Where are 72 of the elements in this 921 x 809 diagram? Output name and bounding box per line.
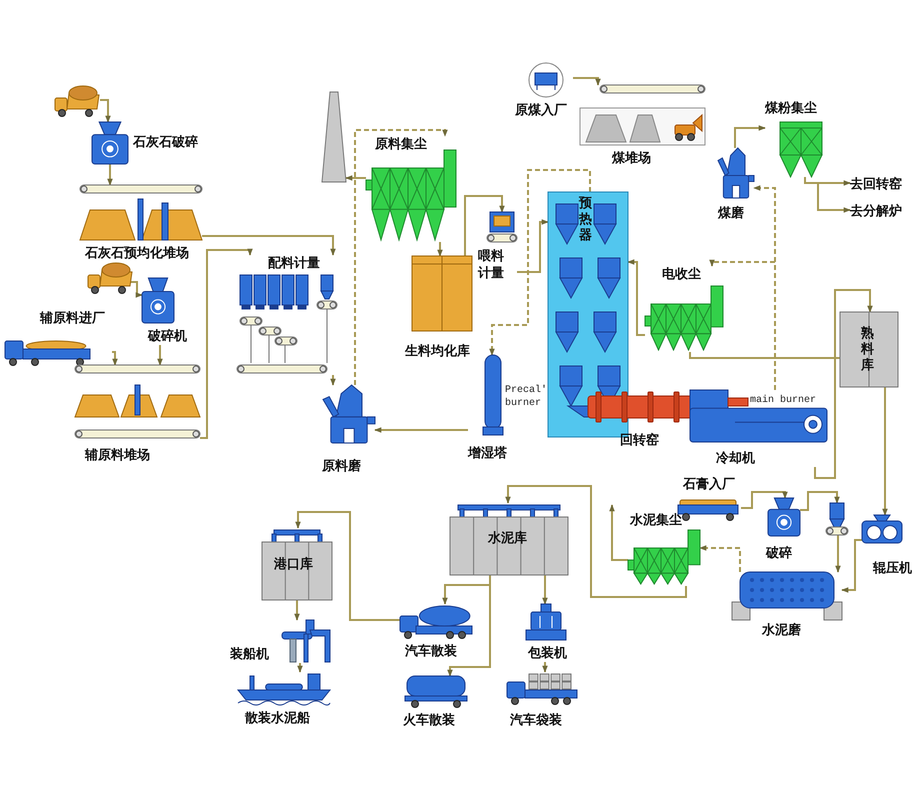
- arrow: [517, 219, 549, 273]
- equipment-label: 喂料计量: [478, 248, 505, 282]
- arrow: [200, 248, 253, 439]
- arrow: [437, 242, 443, 257]
- destination-label: 去分解炉: [850, 203, 902, 220]
- equipment-label: 水泥集尘: [630, 512, 682, 529]
- equipment-label: 生料均化库: [405, 343, 470, 360]
- equipment-label: 港口库: [274, 556, 313, 573]
- arrow: [882, 387, 888, 516]
- arrow: [741, 491, 788, 509]
- arrow: [294, 600, 300, 621]
- equipment-label: 包装机: [528, 645, 567, 662]
- arrow: [699, 545, 741, 572]
- equipment-label: 增湿塔: [468, 445, 507, 462]
- equipment-label: 电收尘: [662, 266, 701, 283]
- equipment-label: 水泥磨: [762, 622, 801, 639]
- equipment-label: 回转窑: [620, 432, 659, 449]
- equipment-label: 汽车袋装: [510, 712, 562, 729]
- arrow: [814, 289, 873, 479]
- arrow: [330, 375, 336, 386]
- arrow: [295, 511, 400, 621]
- arrow: [841, 539, 862, 593]
- arrow: [345, 175, 366, 181]
- arrow: [130, 281, 143, 298]
- equipment-label: 原料集尘: [375, 136, 427, 153]
- equipment-label: 破碎: [766, 545, 792, 562]
- arrow: [354, 129, 448, 385]
- arrow: [297, 663, 303, 673]
- arrow: [573, 77, 601, 86]
- equipment-label: 破碎机: [148, 328, 187, 345]
- connector-line: [689, 352, 840, 359]
- arrow: [489, 169, 591, 356]
- arrow: [609, 504, 628, 561]
- arrow: [464, 195, 505, 256]
- equipment-label: 汽车散装: [405, 643, 457, 660]
- arrow: [112, 351, 118, 366]
- arrow: [542, 575, 548, 605]
- equipment-label: 冷却机: [716, 450, 755, 467]
- arrow: [157, 345, 163, 366]
- equipment-label: 石灰石破碎: [133, 134, 198, 151]
- burner-label: Precal' burner: [505, 384, 548, 410]
- equipment-label: 原煤入厂: [515, 102, 567, 119]
- arrow: [107, 164, 113, 186]
- arrow: [100, 99, 111, 123]
- equipment-label: 煤堆场: [612, 150, 651, 167]
- equipment-label: 辅原料进厂: [40, 310, 105, 327]
- arrow: [542, 662, 548, 673]
- equipment-label: 煤磨: [718, 205, 744, 222]
- arrow: [505, 485, 687, 598]
- arrow: [734, 125, 766, 148]
- equipment-label: 煤粉集尘: [765, 100, 817, 117]
- equipment-label: 火车散装: [403, 712, 455, 729]
- arrow: [800, 491, 840, 511]
- arrow: [374, 427, 468, 433]
- equipment-label: 石膏入厂: [683, 476, 735, 493]
- equipment-label: 预热器: [579, 196, 593, 244]
- equipment-label: 水泥库: [488, 530, 527, 547]
- equipment-label: 石灰石预均化堆场: [85, 245, 189, 262]
- arrow: [202, 235, 336, 256]
- arrow: [627, 259, 645, 336]
- equipment-label: 辊压机: [873, 560, 912, 577]
- equipment-label: 辅原料堆场: [85, 447, 150, 464]
- arrow: [804, 177, 851, 213]
- equipment-label: 散装水泥船: [245, 710, 310, 727]
- equipment-label: 原料磨: [322, 458, 361, 475]
- destination-label: 去回转窑: [850, 176, 902, 193]
- arrow: [753, 185, 776, 390]
- equipment-label: 配料计量: [268, 255, 320, 272]
- equipment-label: 熟料库: [861, 326, 875, 374]
- arrow: [835, 535, 841, 573]
- equipment-label: 装船机: [230, 646, 269, 663]
- burner-label: main burner: [750, 394, 816, 407]
